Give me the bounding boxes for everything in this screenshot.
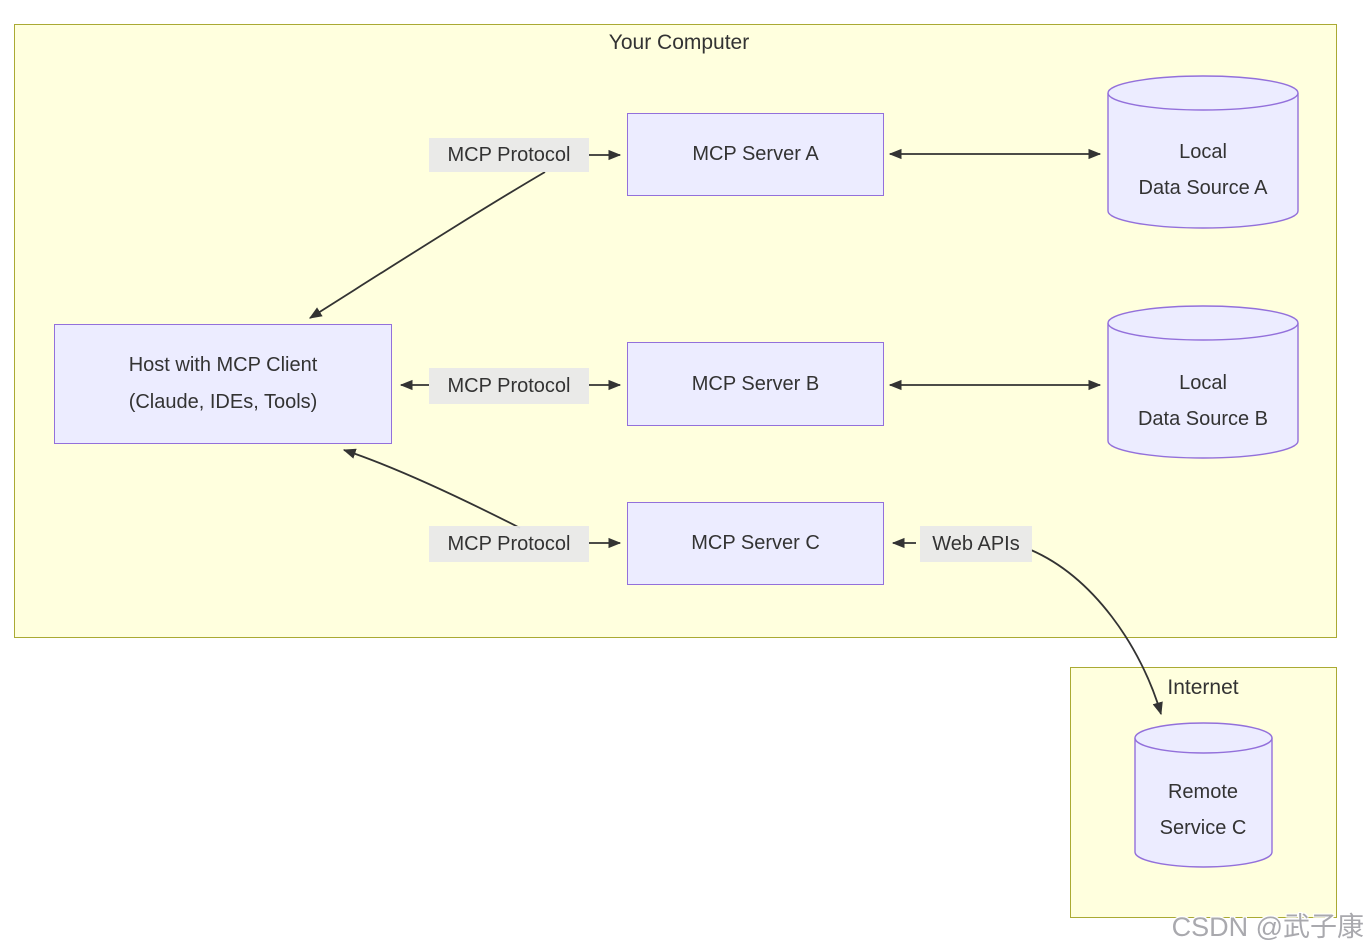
label-remote-service-c-line2: Service C	[1159, 817, 1247, 839]
node-host-with-mcp-client: Host with MCP Client (Claude, IDEs, Tool…	[54, 324, 392, 444]
cluster-your-computer-title: Your Computer	[608, 31, 750, 54]
label-data-source-b: Local Data Source B	[1093, 365, 1313, 437]
node-mcp-server-c-label: MCP Server C	[691, 532, 820, 554]
label-remote-service-c: Remote Service C	[1093, 774, 1313, 846]
node-host-line1: Host with MCP Client	[128, 354, 318, 376]
edge-label-mcp-protocol-a: MCP Protocol	[429, 138, 589, 172]
label-data-source-b-line1: Local	[1179, 372, 1227, 394]
edge-label-web-apis: Web APIs	[920, 526, 1032, 562]
node-mcp-server-a: MCP Server A	[627, 113, 884, 196]
node-host-line2: (Claude, IDEs, Tools)	[128, 391, 318, 413]
node-mcp-server-a-label: MCP Server A	[692, 143, 819, 165]
edge-label-mcp-protocol-c: MCP Protocol	[429, 526, 589, 562]
node-mcp-server-c: MCP Server C	[627, 502, 884, 585]
label-remote-service-c-line1: Remote	[1167, 781, 1239, 803]
node-mcp-server-b: MCP Server B	[627, 342, 884, 426]
label-data-source-b-line2: Data Source B	[1137, 408, 1269, 430]
cluster-internet-title: Internet	[1167, 676, 1239, 699]
edge-label-mcp-protocol-b: MCP Protocol	[429, 368, 589, 404]
label-data-source-a: Local Data Source A	[1093, 134, 1313, 206]
label-data-source-a-line2: Data Source A	[1138, 177, 1268, 199]
node-mcp-server-b-label: MCP Server B	[691, 372, 820, 395]
csdn-watermark: CSDN @武子康	[1171, 912, 1364, 942]
label-data-source-a-line1: Local	[1179, 141, 1227, 163]
